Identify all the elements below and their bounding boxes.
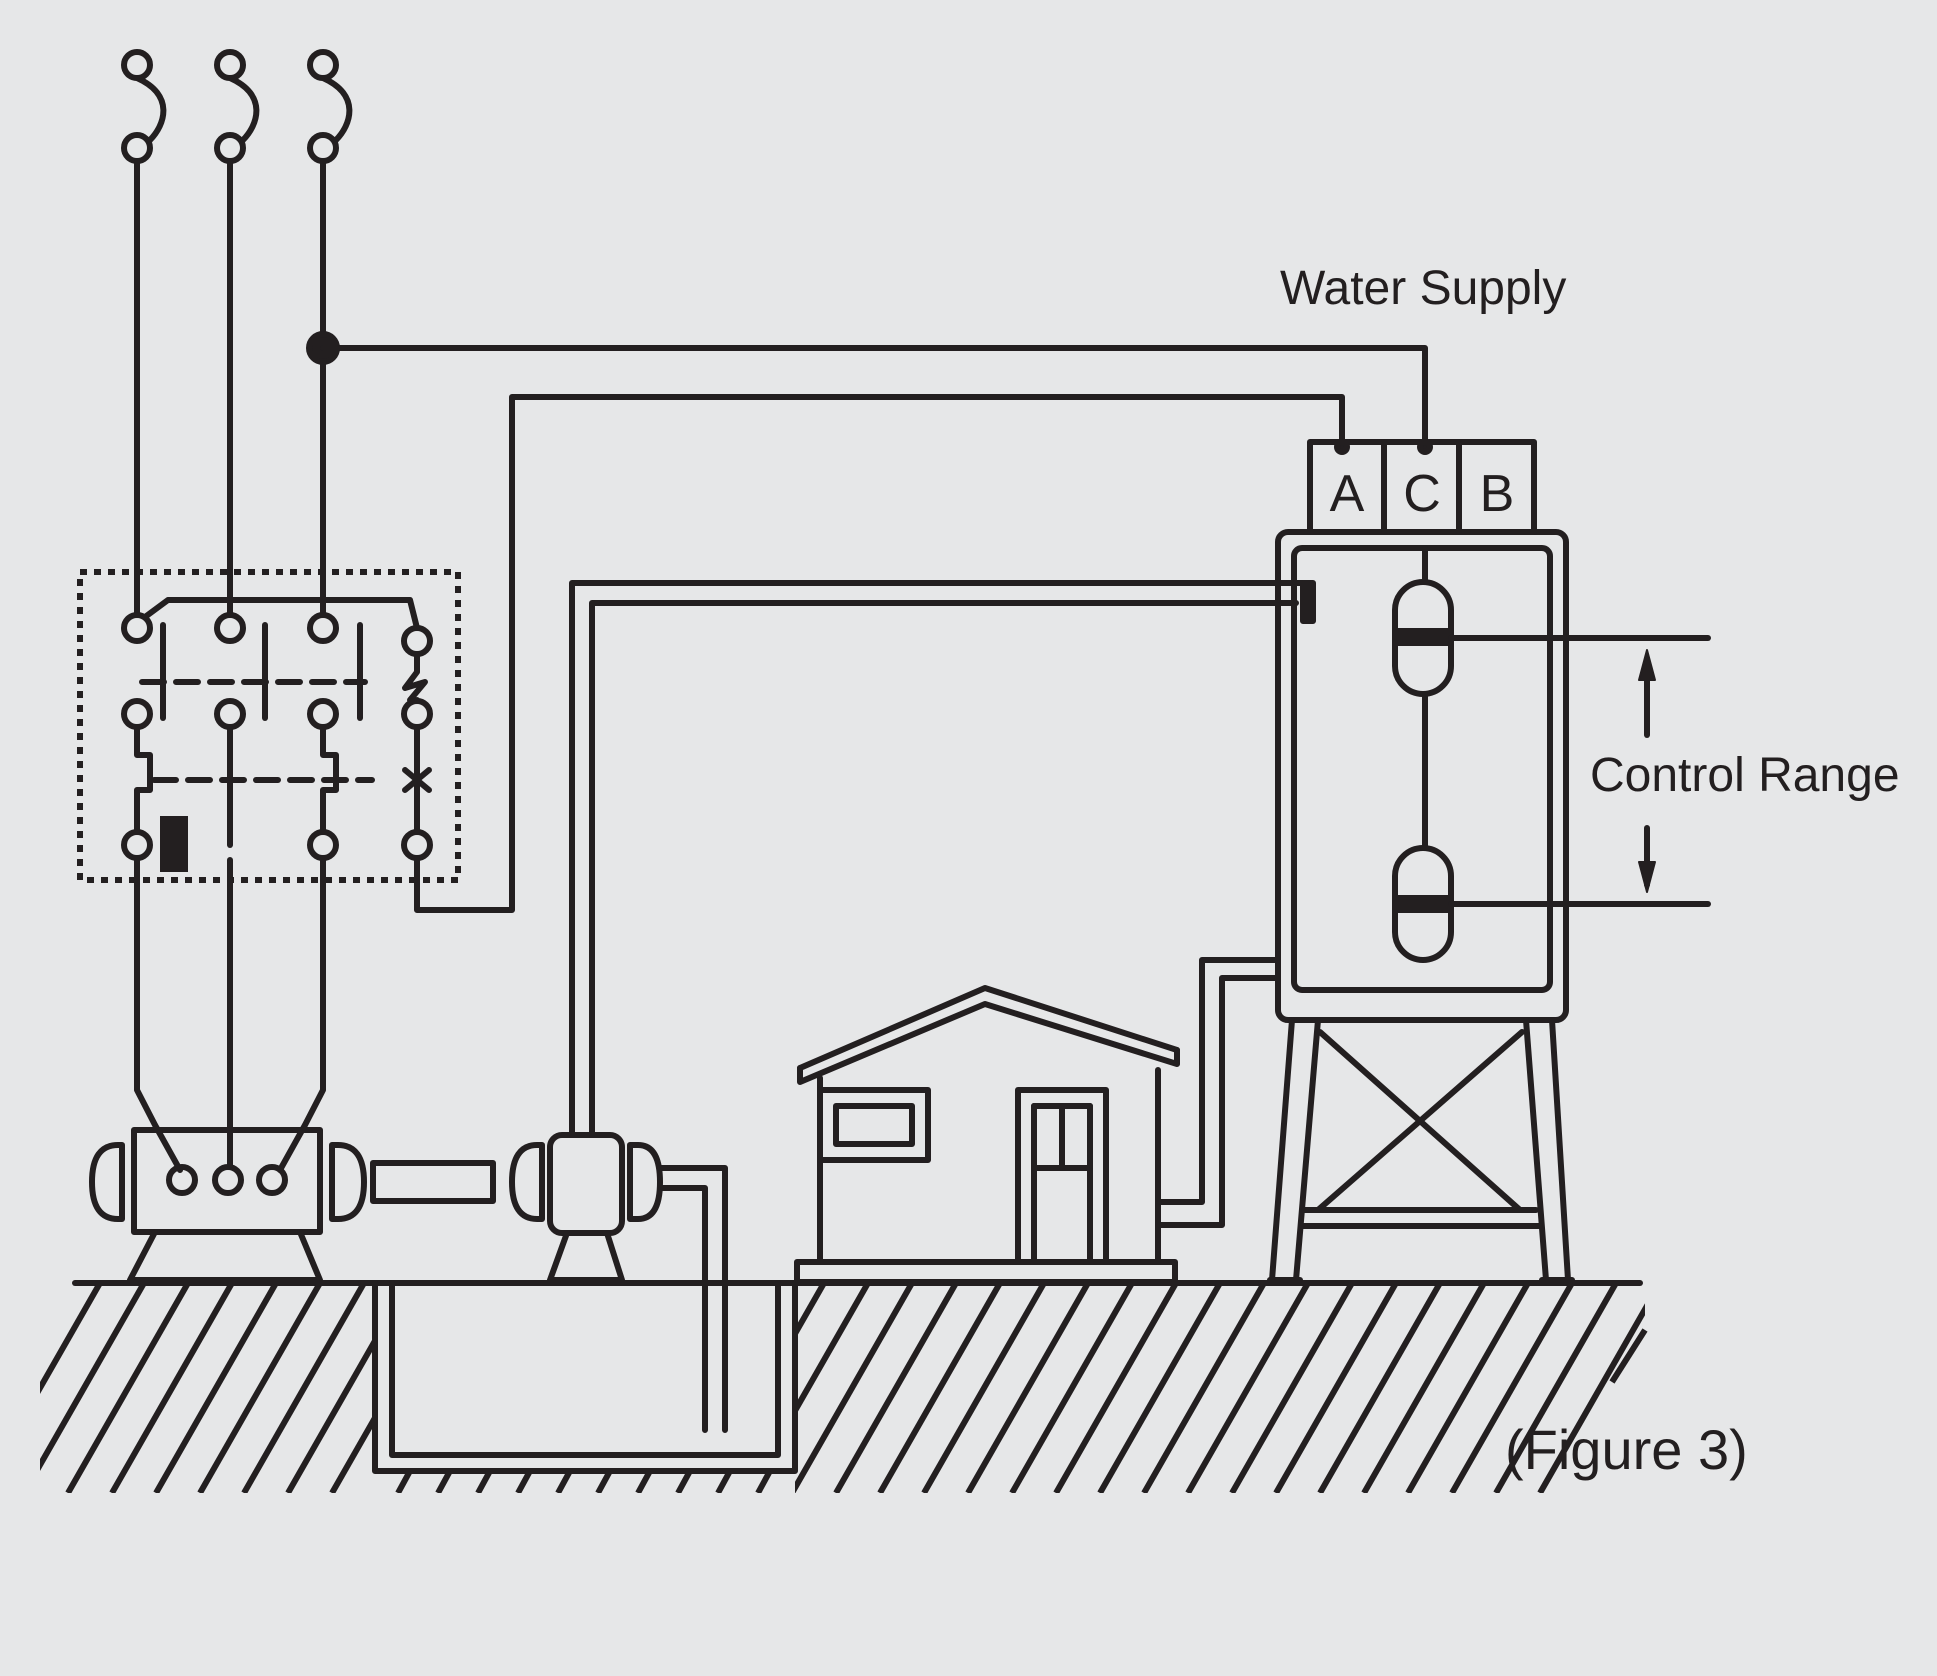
terminal-a-label: A bbox=[1329, 465, 1365, 523]
terminal-box bbox=[1307, 439, 1537, 535]
starter-enclosure bbox=[77, 569, 461, 883]
motor-leads bbox=[134, 855, 326, 1173]
ground-hatch bbox=[40, 1283, 1648, 1493]
supply-fuses bbox=[121, 49, 353, 164]
contactor bbox=[121, 597, 433, 861]
house bbox=[794, 985, 1180, 1285]
house-supply-pipe bbox=[1157, 957, 1278, 1205]
control-range-label: Control Range bbox=[1590, 749, 1900, 802]
coupling bbox=[370, 1160, 496, 1204]
wire-a bbox=[414, 394, 1345, 913]
water-supply-label: Water Supply bbox=[1280, 262, 1567, 315]
pump bbox=[509, 580, 1316, 1433]
supply-lines bbox=[134, 158, 326, 618]
well bbox=[372, 1280, 798, 1474]
figure-caption: (Figure 3) bbox=[1505, 1418, 1748, 1481]
terminal-b-label: B bbox=[1479, 465, 1515, 523]
terminal-c-label: C bbox=[1403, 465, 1441, 523]
tank-tower bbox=[1267, 1017, 1575, 1283]
coil-block bbox=[160, 816, 188, 872]
arrow-up-icon bbox=[1638, 649, 1656, 681]
wire-c bbox=[320, 345, 1428, 450]
arrow-down-icon bbox=[1638, 861, 1656, 893]
